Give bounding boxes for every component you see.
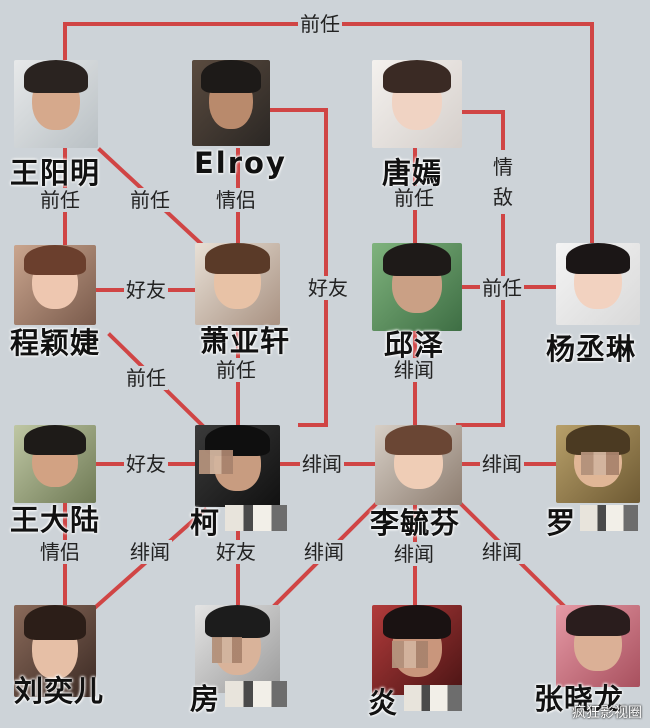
relation-label: 前任 bbox=[124, 366, 168, 390]
relation-label: 绯闻 bbox=[392, 358, 436, 382]
name-yang-chenglin: 杨丞琳 bbox=[546, 332, 637, 366]
relation-label: 绯闻 bbox=[302, 540, 346, 564]
photo-yan bbox=[372, 605, 462, 695]
photo-fang bbox=[195, 605, 280, 693]
relation-label: 前任 bbox=[298, 12, 342, 36]
photo-qiu-ze bbox=[372, 243, 462, 331]
name-censor-yan bbox=[404, 685, 462, 711]
relation-label: 情敌 bbox=[491, 150, 515, 214]
photo-li-yufen bbox=[375, 425, 462, 505]
photo-cheng-yingjie bbox=[14, 245, 96, 325]
relation-label: 前任 bbox=[392, 186, 436, 210]
relation-label: 好友 bbox=[214, 540, 258, 564]
relation-label: 好友 bbox=[124, 278, 168, 302]
photo-xiao-yaxuan bbox=[195, 243, 280, 325]
mosaic-blur bbox=[212, 636, 242, 664]
name-liu-yier: 刘奕儿 bbox=[14, 674, 105, 708]
name-wang-dalu: 王大陆 bbox=[10, 503, 101, 537]
mosaic-blur bbox=[391, 641, 428, 668]
name-elroy: Elroy bbox=[194, 146, 287, 180]
name-luo: 罗 bbox=[546, 506, 577, 540]
photo-wang-yangming bbox=[14, 60, 98, 148]
name-li-yufen: 李毓芬 bbox=[370, 506, 461, 540]
photo-liu-yier bbox=[14, 605, 96, 697]
relation-label: 前任 bbox=[480, 276, 524, 300]
photo-yang-chenglin bbox=[556, 243, 640, 325]
name-censor-luo bbox=[580, 505, 638, 531]
name-ke: 柯 bbox=[190, 506, 221, 540]
name-wang-yangming: 王阳明 bbox=[10, 156, 101, 190]
relation-label: 情侣 bbox=[38, 540, 82, 564]
relation-label: 绯闻 bbox=[480, 540, 524, 564]
relation-label: 绯闻 bbox=[480, 452, 524, 476]
relation-label: 前任 bbox=[128, 188, 172, 212]
line-elroy-li bbox=[268, 108, 328, 427]
watermark: 疯狂影视圈 bbox=[572, 705, 642, 721]
name-xiao-yaxuan: 萧亚轩 bbox=[200, 324, 291, 358]
relation-label: 前任 bbox=[214, 358, 258, 382]
relation-label: 绯闻 bbox=[300, 452, 344, 476]
mosaic-blur bbox=[199, 449, 234, 475]
name-yan: 炎 bbox=[368, 686, 399, 720]
relation-label: 绯闻 bbox=[392, 542, 436, 566]
name-fang: 房 bbox=[190, 682, 221, 716]
photo-elroy bbox=[192, 60, 270, 146]
mosaic-blur bbox=[581, 451, 619, 475]
relation-label: 情侣 bbox=[214, 188, 258, 212]
photo-luo bbox=[556, 425, 640, 503]
line-tang-li-rival bbox=[456, 110, 505, 427]
name-cheng-yingjie: 程颖婕 bbox=[10, 326, 101, 360]
name-zhang-xiaolong: 张晓龙 bbox=[534, 682, 625, 716]
name-censor-ke bbox=[225, 505, 287, 531]
relation-label: 好友 bbox=[124, 452, 168, 476]
relation-label: 好友 bbox=[306, 276, 350, 300]
relation-label: 前任 bbox=[38, 188, 82, 212]
relation-label: 绯闻 bbox=[128, 540, 172, 564]
name-censor-fang bbox=[225, 681, 287, 707]
name-qiu-ze: 邱泽 bbox=[384, 328, 445, 362]
photo-wang-dalu bbox=[14, 425, 96, 503]
photo-ke bbox=[195, 425, 280, 507]
name-tang-yan: 唐嫣 bbox=[382, 156, 443, 190]
photo-tang-yan bbox=[372, 60, 462, 148]
photo-zhang-xiaolong bbox=[556, 605, 640, 687]
